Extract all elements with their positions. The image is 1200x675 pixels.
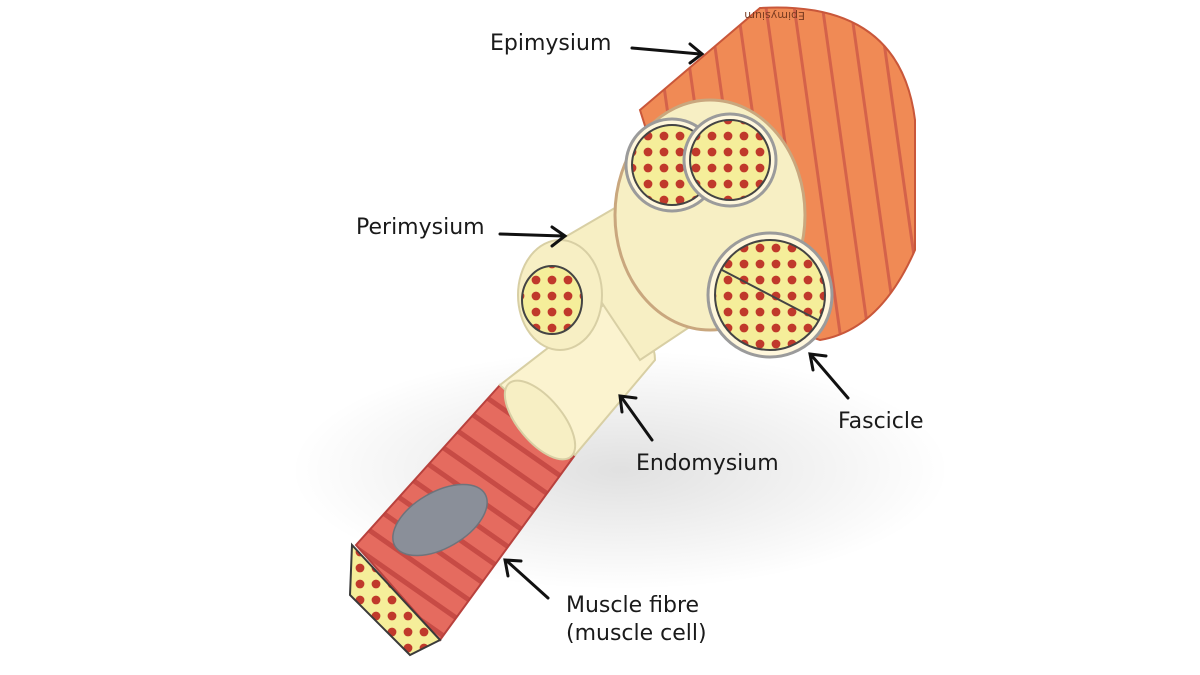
arrow-muscle-fibre xyxy=(503,558,550,600)
arrow-fascicle xyxy=(808,352,850,400)
fascicle-top-right xyxy=(682,112,778,208)
nucleus xyxy=(392,483,488,557)
muscle-fibre xyxy=(348,383,577,657)
fascicle-right xyxy=(706,231,834,359)
fibre-cross-section xyxy=(348,542,442,657)
label-perimysium: Perimysium xyxy=(356,215,485,240)
label-muscle-fibre-line2: (muscle cell) xyxy=(566,620,707,646)
label-muscle-fibre-line1: Muscle fibre xyxy=(566,593,700,618)
arrow-epimysium xyxy=(630,42,705,65)
label-epimysium: Epimysium xyxy=(490,31,612,56)
label-fascicle: Fascicle xyxy=(838,409,924,434)
label-muscle-fibre: Muscle fibre (muscle cell) xyxy=(566,592,707,647)
label-endomysium: Endomysium xyxy=(636,451,779,476)
model-printed-text: Epimysium xyxy=(744,9,805,22)
arrow-perimysium xyxy=(498,225,568,248)
perimysium-fascicle-end xyxy=(521,265,583,335)
arrow-endomysium xyxy=(618,394,654,442)
